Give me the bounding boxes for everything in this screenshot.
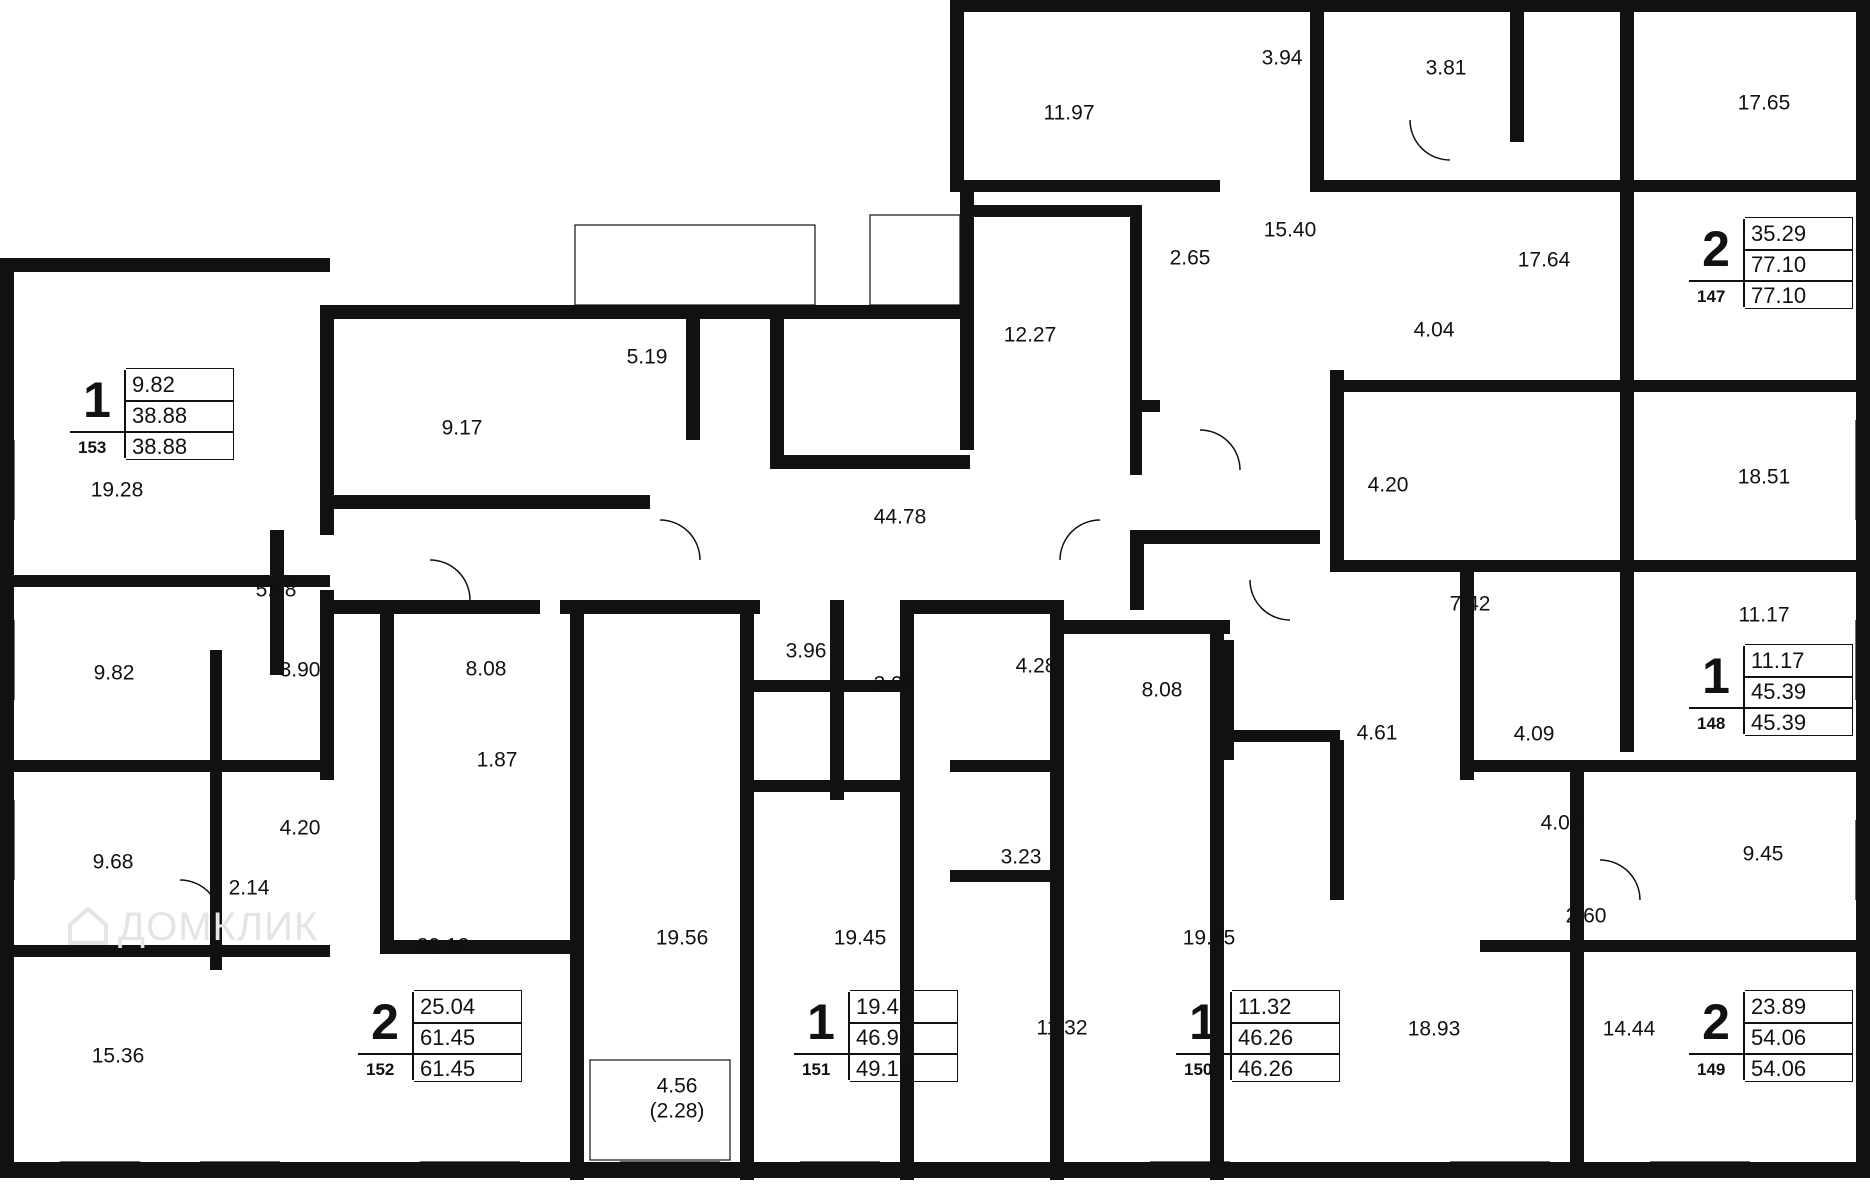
living-area: 35.29 <box>1751 221 1807 246</box>
living-area: 19.45 <box>856 994 912 1019</box>
room-area: 19.45 <box>833 926 887 950</box>
room-area: 4.61 <box>1356 721 1398 745</box>
windows <box>13 420 1857 1163</box>
room-count: 1 <box>807 994 835 1050</box>
apartment-card-148[interactable]: 1 11.17 45.39 148 45.39 <box>1689 644 1854 738</box>
apartment-card-151[interactable]: 1 19.45 46.91 151 49.19 <box>794 990 959 1084</box>
room-count: 1 <box>1189 994 1217 1050</box>
room-area: 3.23 <box>1000 845 1042 869</box>
area-hall-upper: 15.40 <box>1263 218 1317 242</box>
room-area: 1.87 <box>476 748 518 772</box>
watermark-house-icon <box>68 906 108 945</box>
room-area: 8.08 <box>1141 678 1183 702</box>
room-count: 1 <box>83 372 111 428</box>
room-area: 2.60 <box>1565 904 1607 928</box>
room-count: 2 <box>1702 994 1730 1050</box>
apartment-number: 152 <box>366 1060 395 1079</box>
room-area: 9.45 <box>1742 842 1784 866</box>
total-area-with-balcony: 61.45 <box>420 1056 476 1081</box>
apartment-number: 147 <box>1697 287 1726 306</box>
total-area: 61.45 <box>420 1025 476 1050</box>
watermark: ДОМКЛИК <box>118 905 319 949</box>
apartment-number: 148 <box>1697 714 1726 733</box>
apartment-number: 150 <box>1184 1060 1213 1079</box>
room-area: 3.94 <box>1261 46 1303 70</box>
room-area: 14.44 <box>1602 1017 1656 1041</box>
apartment-number: 153 <box>78 438 107 457</box>
area-stairwell: 9.17 <box>441 416 483 440</box>
room-area: 9.68 <box>92 850 134 874</box>
room-area: 8.08 <box>465 657 507 681</box>
room-area: 4.20 <box>279 816 321 840</box>
room-area: 4.09 <box>1513 722 1555 746</box>
total-area: 46.91 <box>856 1025 912 1050</box>
room-area: 9.82 <box>93 661 135 685</box>
room-area: 19.28 <box>90 478 144 502</box>
apartment-card-147[interactable]: 2 35.29 77.10 147 77.10 <box>1689 217 1854 311</box>
area-corridor-main: 44.78 <box>873 505 927 529</box>
total-area-with-balcony: 45.39 <box>1751 710 1807 735</box>
living-area: 23.89 <box>1751 994 1807 1019</box>
room-area: 18.93 <box>1407 1017 1461 1041</box>
room-area: 19.35 <box>1182 926 1236 950</box>
total-area: 45.39 <box>1751 679 1807 704</box>
room-area: 2.14 <box>228 876 270 900</box>
balcony-outline <box>574 214 961 1161</box>
living-area: 25.04 <box>420 994 476 1019</box>
room-area: 19.56 <box>655 926 709 950</box>
total-area-with-balcony: 49.19 <box>856 1056 912 1081</box>
room-area: 4.03 <box>1540 811 1582 835</box>
apartment-card-149[interactable]: 2 23.89 54.06 149 54.06 <box>1689 990 1854 1084</box>
area-vestibule: 2.65 <box>1169 246 1211 270</box>
room-area: 17.64 <box>1517 248 1571 272</box>
area-tech-room: 3.96 <box>785 639 827 663</box>
total-area-with-balcony: 77.10 <box>1751 283 1807 308</box>
living-area: 11.17 <box>1751 648 1805 673</box>
room-area: 15.36 <box>91 1044 145 1068</box>
apartment-number: 149 <box>1697 1060 1726 1079</box>
room-area: 11.97 <box>1043 101 1095 125</box>
room-area: 20.12 <box>416 934 470 958</box>
room-area: 4.04 <box>1413 318 1455 342</box>
total-area: 77.10 <box>1751 252 1807 277</box>
room-area: (2.28) <box>649 1099 705 1123</box>
room-count: 2 <box>371 994 399 1050</box>
room-count: 1 <box>1702 648 1730 704</box>
room-area: 3.81 <box>1425 56 1467 80</box>
total-area: 38.88 <box>132 403 188 428</box>
room-area: 11.17 <box>1738 603 1790 627</box>
total-area-with-balcony: 54.06 <box>1751 1056 1807 1081</box>
room-area: 3.94 <box>873 672 915 696</box>
room-area: 3.90 <box>279 658 321 682</box>
room-area: 17.65 <box>1737 91 1791 115</box>
apartment-card-153[interactable]: 1 9.82 38.88 153 38.88 <box>70 368 235 462</box>
total-area: 54.06 <box>1751 1025 1807 1050</box>
room-area: 5.88 <box>255 578 297 602</box>
room-area: 4.56 <box>656 1074 698 1098</box>
area-stair-landing: 5.19 <box>626 345 668 369</box>
total-area-with-balcony: 38.88 <box>132 434 188 459</box>
apartment-number: 151 <box>802 1060 831 1079</box>
total-area-with-balcony: 46.26 <box>1238 1056 1294 1081</box>
room-area: 18.51 <box>1737 465 1791 489</box>
room-area: 11.32 <box>1036 1016 1088 1040</box>
room-area: 4.20 <box>1367 473 1409 497</box>
area-lobby-room: 12.27 <box>1003 323 1057 347</box>
total-area: 46.26 <box>1238 1025 1294 1050</box>
apartment-card-150[interactable]: 1 11.32 46.26 150 46.26 <box>1176 990 1341 1084</box>
door-swings <box>179 119 1641 921</box>
living-area: 9.82 <box>132 372 175 397</box>
living-area: 11.32 <box>1238 994 1292 1019</box>
room-count: 2 <box>1702 221 1730 277</box>
apartment-card-152[interactable]: 2 25.04 61.45 152 61.45 <box>358 990 523 1084</box>
room-area: 4.28 <box>1015 654 1057 678</box>
area-hall-right: 7.42 <box>1449 592 1491 616</box>
